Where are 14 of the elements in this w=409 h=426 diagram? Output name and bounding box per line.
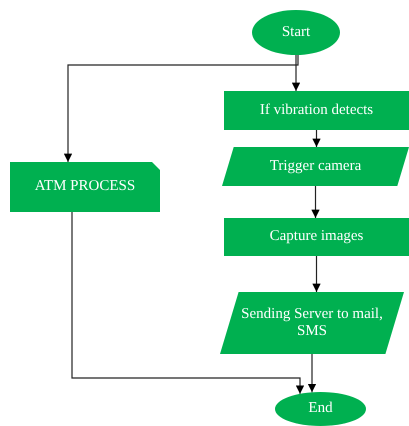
node-label: Sending Server to mail, SMS [240, 306, 384, 340]
node-label: ATM PROCESS [34, 178, 136, 196]
node-label: Trigger camera [270, 158, 362, 176]
arrow [71, 212, 304, 394]
arrow [292, 55, 300, 91]
arrow [308, 354, 316, 392]
node-label: Start [282, 24, 310, 42]
node-label: Capture images [270, 228, 364, 246]
arrow [64, 54, 299, 162]
node-label: If vibration detects [260, 102, 374, 120]
arrow [311, 186, 320, 218]
arrow [312, 130, 321, 147]
node-label: End [308, 400, 333, 418]
arrow [312, 256, 321, 292]
